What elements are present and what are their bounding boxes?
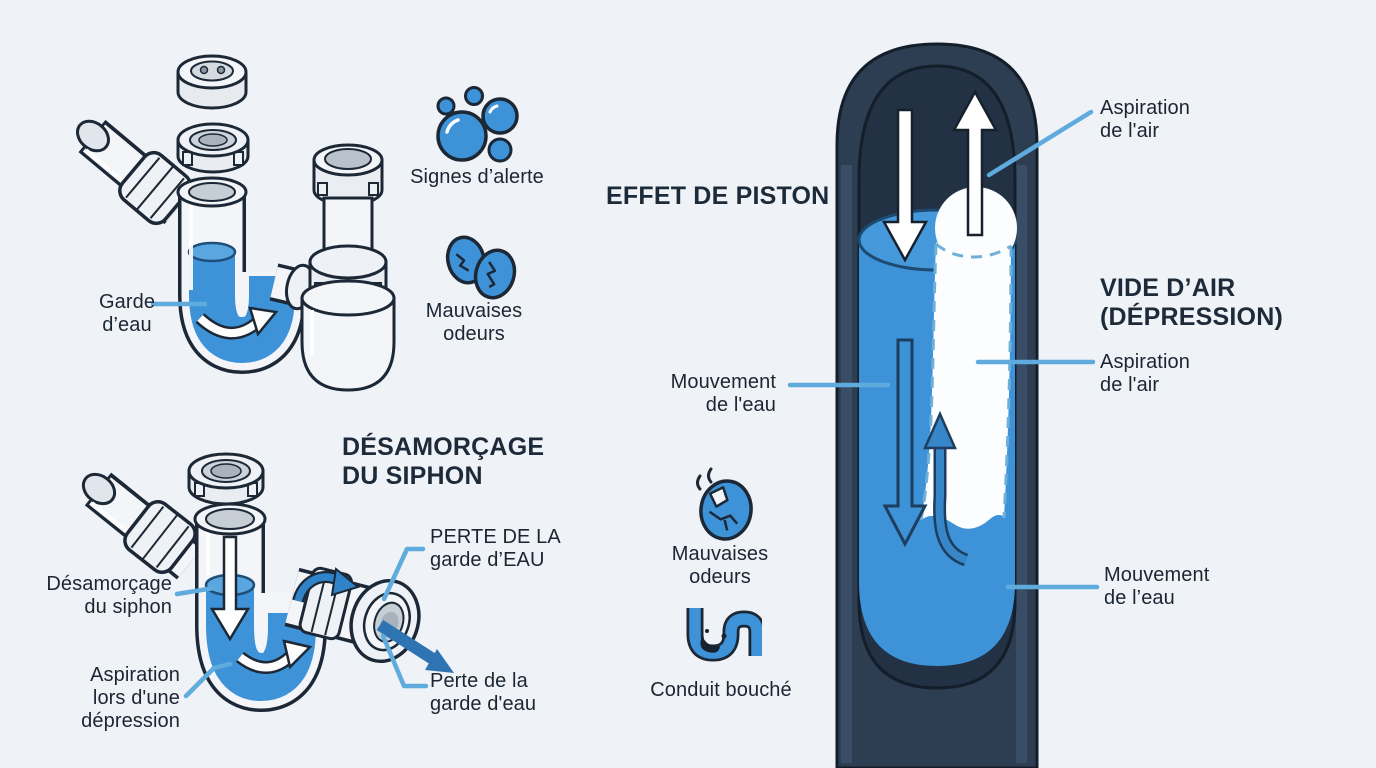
- heading-effet-piston: EFFET DE PISTON: [606, 182, 830, 210]
- label-desamorcage: Désamorçage du siphon: [46, 573, 172, 619]
- label-perte: Perte de la garde d'eau: [430, 670, 537, 716]
- trap-nut: [176, 122, 250, 174]
- label-aspiration-depression: Aspiration lors d'une dépression: [81, 664, 180, 733]
- label-mouvement-eau-left: Mouvement de l'eau: [670, 371, 776, 417]
- bubbles-icon: [436, 86, 519, 163]
- outlet-pipe: [284, 566, 454, 673]
- label-mauvaises-odeurs-mid: Mauvaises odeurs: [671, 543, 769, 589]
- strainer-cap: [176, 54, 248, 110]
- clogged-pipe-icon: [686, 608, 762, 662]
- leader-perte: [380, 633, 429, 689]
- p-trap-body: [193, 502, 327, 713]
- water-escape-arrow: [376, 619, 454, 673]
- smelly-egg-icon: [696, 467, 753, 541]
- siphon-normal-illustration: [76, 54, 396, 392]
- water-up-arrow: [923, 410, 969, 567]
- leader-desamorcage: [174, 585, 217, 597]
- label-aspiration-air-mid: Aspiration de l'air: [1100, 351, 1190, 397]
- inlet-nut: [123, 500, 197, 574]
- label-mauvaises-odeurs-top: Mauvaises odeurs: [425, 300, 523, 346]
- down-arrow: [209, 535, 251, 642]
- label-perte-caps: PERTE DE LA garde d’EAU: [430, 526, 561, 572]
- pipe-wall-face-left: [841, 165, 852, 763]
- leader-perte-caps: [381, 546, 426, 602]
- air-swirl-arrow: [292, 567, 361, 603]
- trap-nut: [187, 452, 265, 506]
- water-down-arrow: [882, 338, 928, 548]
- rotten-eggs-icon: [445, 235, 517, 300]
- label-conduit-bouche: Conduit bouché: [650, 679, 792, 701]
- clog-blob: [700, 636, 720, 653]
- inlet-pipe: [81, 472, 204, 580]
- inlet-nut: [118, 150, 192, 226]
- label-signes-alerte: Signes d’alerte: [410, 166, 544, 188]
- vertical-pipe-illustration: [835, 42, 1039, 768]
- p-trap-body: [176, 176, 306, 375]
- siphon-siphoned-illustration: [81, 452, 454, 713]
- flow-arrow: [235, 639, 313, 674]
- air-up-arrow: [951, 89, 999, 237]
- void-dashed-outline: [919, 242, 1013, 521]
- flow-arrow: [195, 306, 279, 340]
- pipe-wall-face-right: [1016, 165, 1027, 763]
- piston-down-arrow: [881, 108, 929, 263]
- bottle-trap: [300, 143, 396, 392]
- label-mouvement-eau-right: Mouvement de l’eau: [1104, 564, 1210, 610]
- label-garde-eau: Garde d’eau: [98, 291, 156, 337]
- leader-aspiration-air-top: [986, 109, 1094, 178]
- heading-vide-air: VIDE D’AIR (DÉPRESSION): [1100, 274, 1283, 332]
- label-aspiration-air-top: Aspiration de l'air: [1100, 97, 1190, 143]
- leader-aspiration-depression: [183, 661, 233, 699]
- inlet-pipe: [76, 119, 192, 226]
- heading-desamorcage: DÉSAMORÇAGE DU SIPHON: [342, 433, 545, 491]
